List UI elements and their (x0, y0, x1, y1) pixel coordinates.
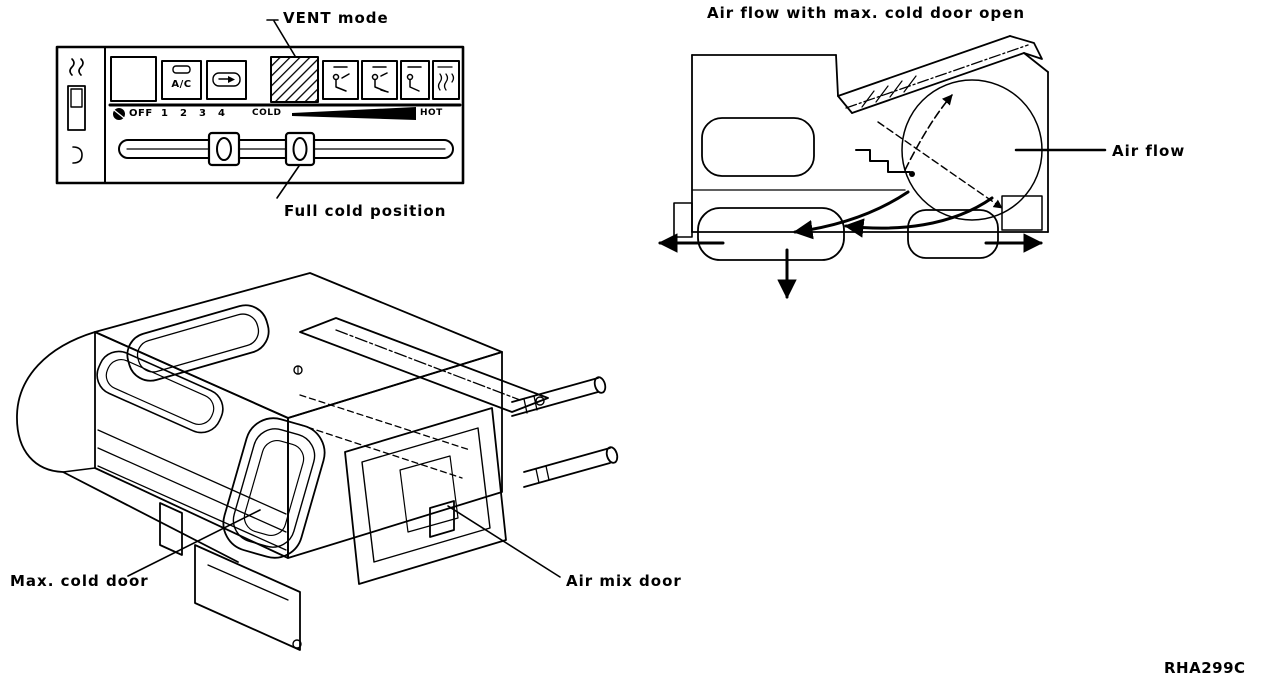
lighter-icon (72, 146, 83, 164)
fan-off-label: OFF (129, 108, 153, 119)
fan-speed-2: 2 (180, 108, 188, 119)
temp-lever-knob (284, 131, 316, 167)
air-mix-door-label: Air mix door (566, 572, 682, 590)
airflow-arrows (658, 190, 1043, 299)
air-flow-label: Air flow (1112, 142, 1186, 160)
defrost-icon (437, 66, 455, 91)
ac-button (161, 60, 202, 100)
top-intake-opening (126, 304, 270, 382)
defrost-mode-button (432, 60, 460, 100)
foot-mode-button (400, 60, 430, 100)
max-cold-door-shape (222, 417, 326, 559)
fan-speed-3: 3 (199, 108, 207, 119)
ac-indicator-icon (172, 65, 191, 74)
ac-button-label: A/C (171, 79, 192, 90)
rear-defrost-icon (69, 58, 84, 76)
fan-lever-knob (207, 131, 241, 167)
temp-gradient-bar (292, 107, 416, 120)
hvac-unit-drawing (16, 272, 619, 651)
airflow-diagram-drawing (658, 35, 1107, 299)
panel-callout-leaders (266, 19, 300, 199)
cold-label: COLD (252, 108, 282, 118)
fan-speed-1: 1 (161, 108, 169, 119)
foot-icon (406, 66, 422, 92)
bilevel-mode-button (361, 60, 398, 100)
max-cold-door-leader (127, 509, 261, 577)
control-panel-drawing (55, 19, 465, 199)
bilevel-icon (371, 66, 389, 93)
max-cold-door-label: Max. cold door (10, 572, 149, 590)
recirculation-button (206, 60, 247, 100)
fan-speed-4: 4 (218, 108, 226, 119)
airflow-diagram-title: Air flow with max. cold door open (707, 4, 1025, 22)
vent-mode-button (270, 56, 319, 103)
heater-pipes (511, 376, 619, 488)
fan-icon (113, 108, 125, 120)
vent-mode-label: VENT mode (283, 9, 389, 27)
side-intake-opening (96, 350, 224, 434)
hot-label: HOT (420, 108, 443, 118)
full-cold-position-label: Full cold position (284, 202, 447, 220)
air-mix-door-shape (344, 407, 507, 585)
air-mix-door-leader (447, 505, 561, 578)
recirculation-icon (212, 72, 241, 87)
figure-reference-code: RHA299C (1164, 659, 1246, 677)
fan-switch (67, 85, 86, 131)
face-vent-icon (332, 66, 350, 92)
blank-button (110, 56, 157, 102)
face-mode-button (322, 60, 359, 100)
